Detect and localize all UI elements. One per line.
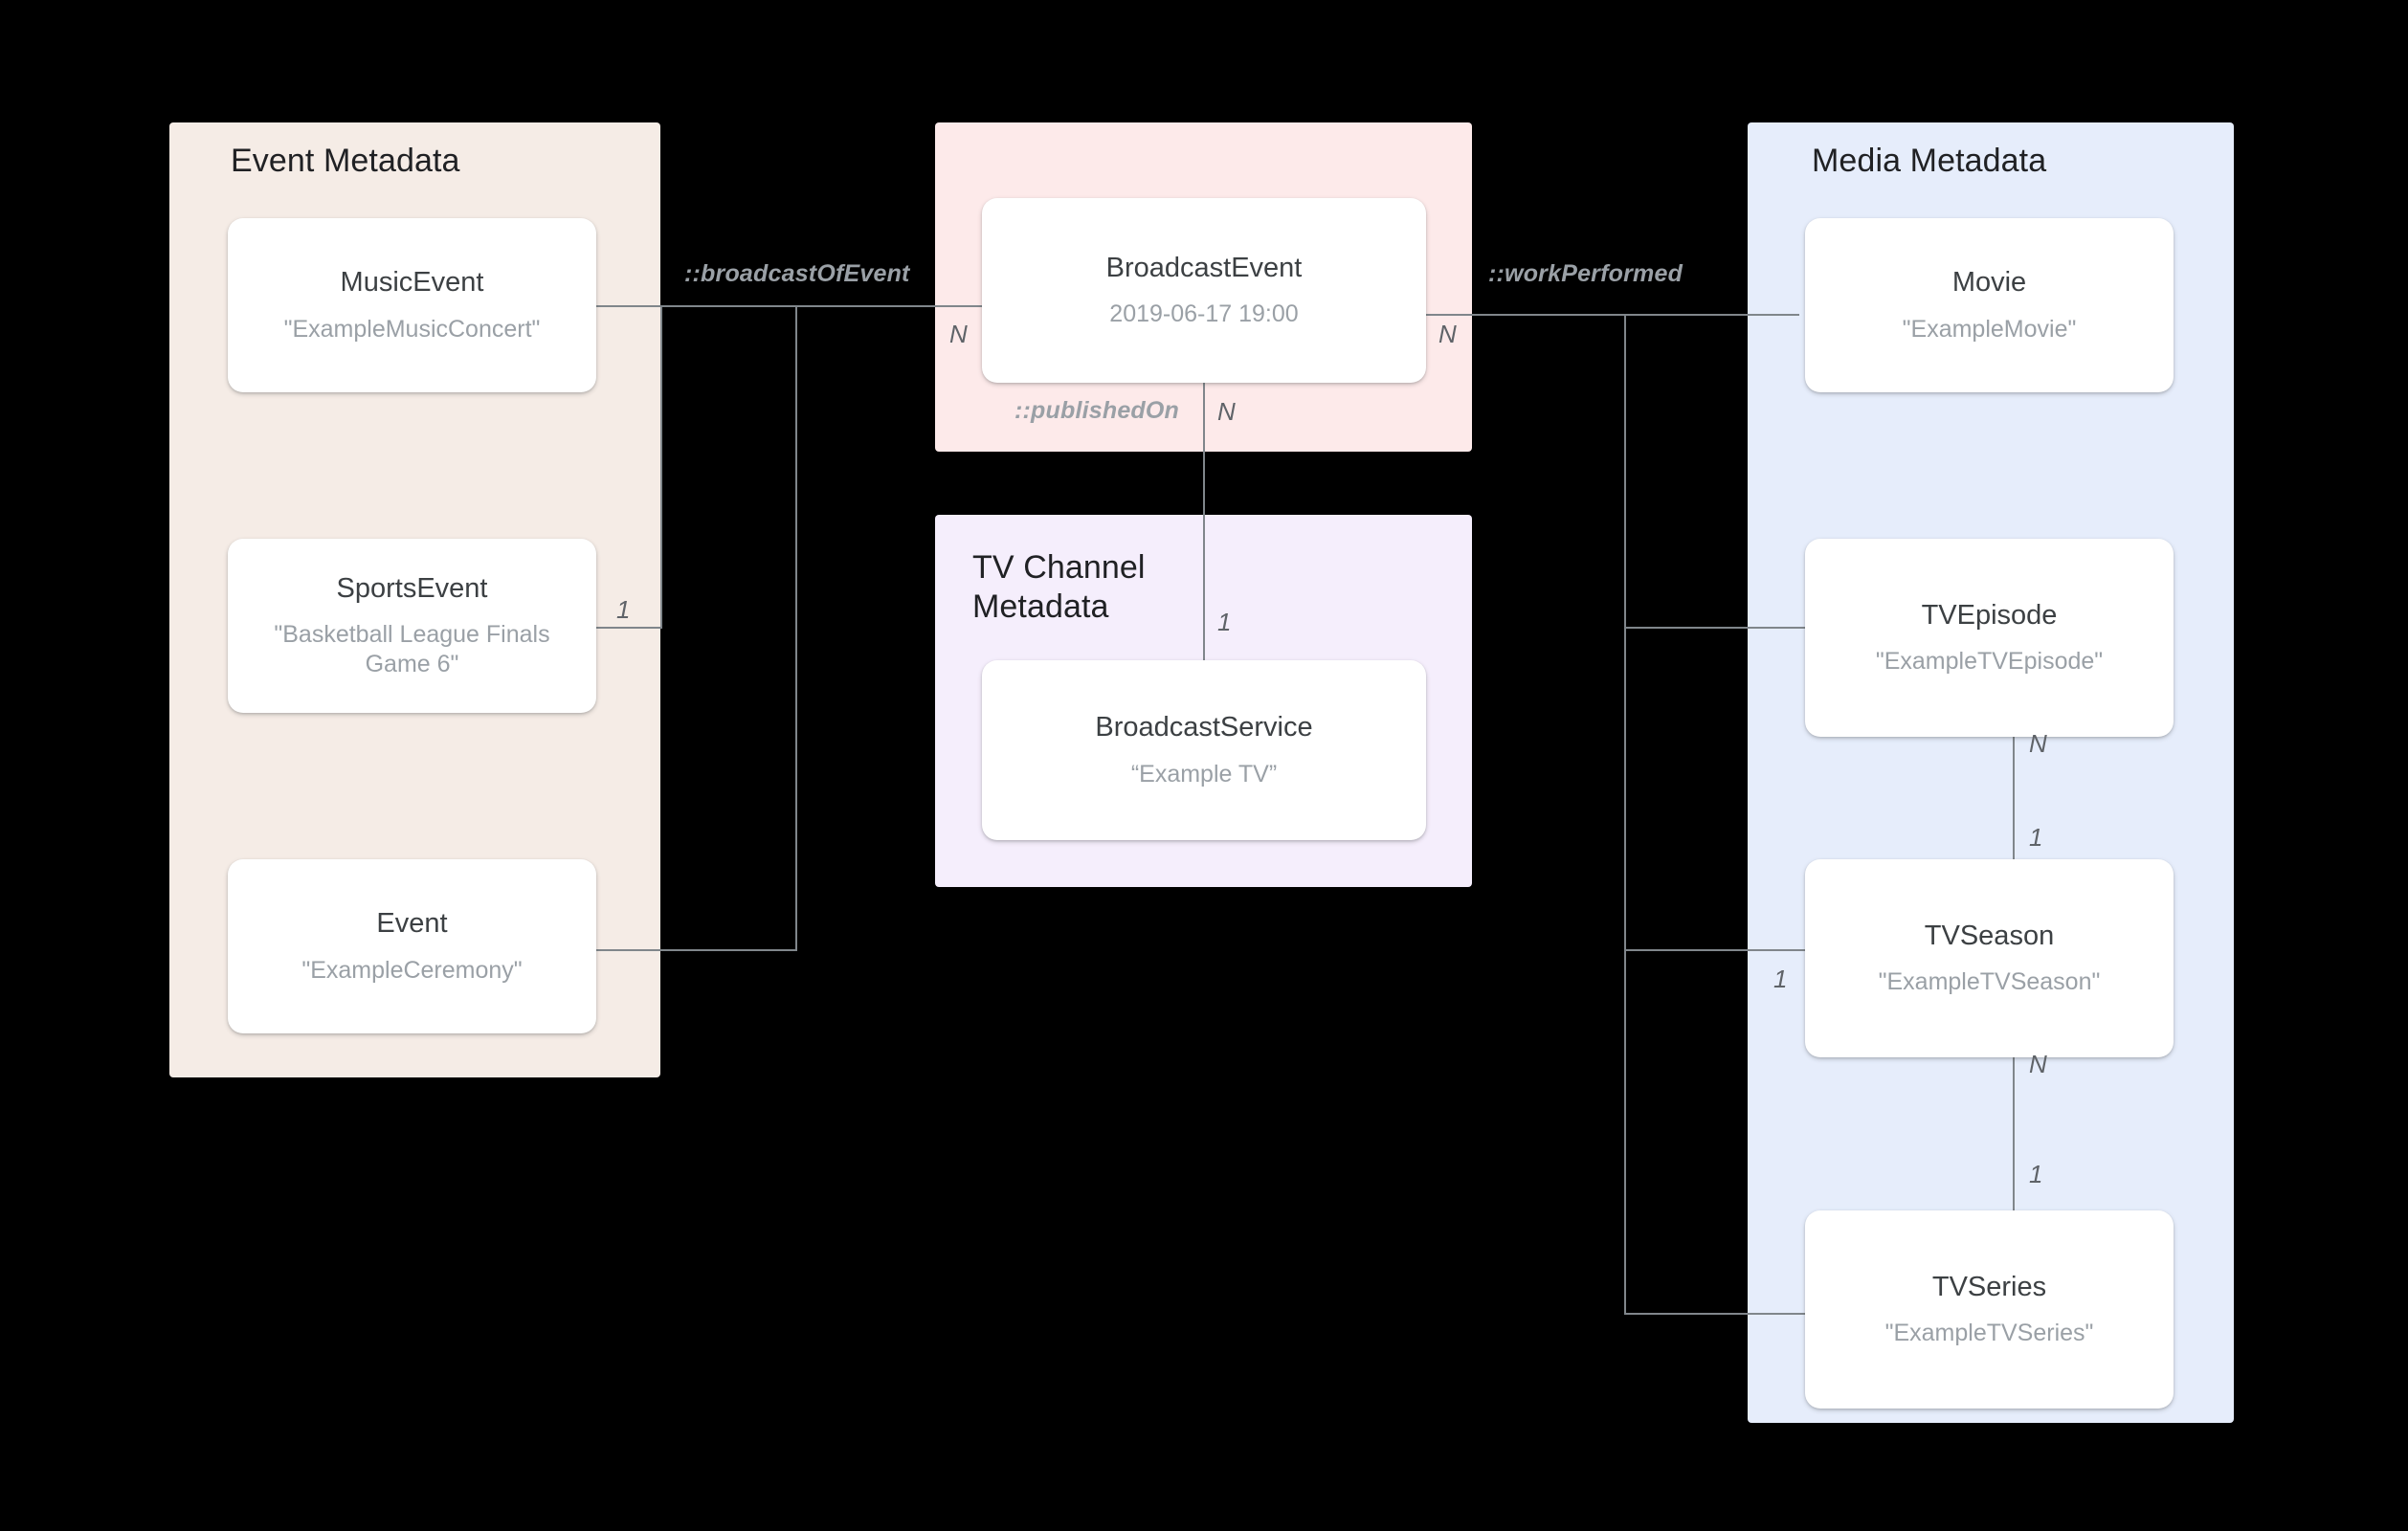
cardinality-tv-season-left: 1 [1773,965,1788,993]
node-music-event[interactable]: MusicEvent "ExampleMusicConcert" [228,218,596,392]
node-movie-subtitle: "ExampleMovie" [1902,315,2077,343]
edge-right-bus-to-tv-series [1624,1313,1806,1315]
node-tv-series-subtitle: "ExampleTVSeries" [1884,1320,2094,1347]
edge-bus-to-broadcast-event [660,305,986,307]
node-sports-event-subtitle: "Basketball League Finals Game 6" [274,621,550,678]
cardinality-tv-series-from-season: 1 [2029,1160,2043,1188]
group-title-event-metadata: Event Metadata [231,143,460,179]
edge-sports-event-to-bus [596,627,662,629]
node-broadcast-event[interactable]: BroadcastEvent 2019-06-17 19:00 [982,198,1426,383]
node-tv-episode[interactable]: TVEpisode "ExampleTVEpisode" [1805,539,2174,737]
node-broadcast-event-title: BroadcastEvent [1105,252,1303,283]
cardinality-tv-season-from-episode: 1 [2029,823,2043,852]
node-sports-event-title: SportsEvent [336,572,488,604]
node-tv-series-title: TVSeries [1931,1271,2047,1302]
edge-event-to-bus [596,949,797,951]
node-broadcast-service-subtitle: “Example TV” [1130,760,1278,788]
edge-broadcast-event-to-right-bus [1426,314,1799,316]
node-tv-episode-title: TVEpisode [1921,599,2058,631]
edge-left-outer-bus [795,305,797,950]
node-tv-episode-subtitle: "ExampleTVEpisode" [1875,648,2104,676]
cardinality-broadcast-event-right: N [1438,320,1457,348]
cardinality-published-on: N [1217,397,1236,426]
edge-published-on [1203,383,1205,660]
edge-left-inner-bus [660,305,662,629]
node-broadcast-event-subtitle: 2019-06-17 19:00 [1109,300,1299,328]
node-tv-season-title: TVSeason [1924,920,2055,951]
relation-label-broadcast-of-event: ::broadcastOfEvent [684,260,910,287]
node-movie[interactable]: Movie "ExampleMovie" [1805,218,2174,392]
edge-right-bus [1624,314,1626,1315]
node-tv-season[interactable]: TVSeason "ExampleTVSeason" [1805,859,2174,1057]
node-broadcast-service-title: BroadcastService [1095,712,1313,743]
relation-label-published-on: ::publishedOn [1014,397,1180,424]
cardinality-tv-season-to-series: N [2029,1050,2047,1078]
node-event[interactable]: Event "ExampleCeremony" [228,859,596,1033]
node-music-event-title: MusicEvent [340,267,484,299]
cardinality-tv-episode-to-season: N [2029,729,2047,758]
cardinality-broadcast-event-left: N [949,320,968,348]
edge-tv-episode-to-tv-season [2013,737,2015,871]
node-music-event-subtitle: "ExampleMusicConcert" [283,315,541,343]
node-event-title: Event [376,908,448,940]
node-broadcast-service[interactable]: BroadcastService “Example TV” [982,660,1426,840]
cardinality-broadcast-service: 1 [1217,608,1232,636]
cardinality-sports-event: 1 [616,595,631,624]
edge-right-bus-to-tv-episode [1624,627,1806,629]
node-tv-series[interactable]: TVSeries "ExampleTVSeries" [1805,1210,2174,1409]
node-movie-title: Movie [1951,267,2027,299]
edge-tv-season-to-tv-series [2013,1057,2015,1210]
node-sports-event[interactable]: SportsEvent "Basketball League Finals Ga… [228,539,596,713]
group-title-tv-channel-metadata: TV Channel Metadata [972,549,1146,626]
edge-right-bus-to-tv-season [1624,949,1806,951]
group-title-media-metadata: Media Metadata [1812,143,2047,179]
relation-label-work-performed: ::workPerformed [1488,260,1683,287]
node-event-subtitle: "ExampleCeremony" [301,956,523,984]
node-tv-season-subtitle: "ExampleTVSeason" [1878,968,2101,996]
